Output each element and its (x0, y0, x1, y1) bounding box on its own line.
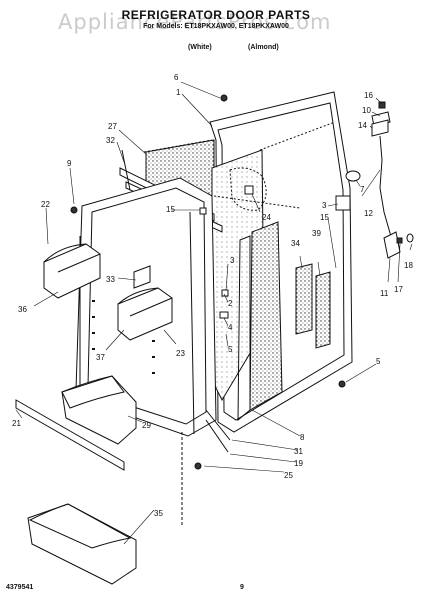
callout-3-mid: 3 (230, 256, 235, 265)
hidden-line-3 (259, 121, 336, 151)
callout-3-upper: 3 (322, 201, 327, 210)
bin-rail (15, 399, 125, 471)
bracket-24-outline (229, 167, 267, 211)
door-shelf-middle-curve (117, 287, 159, 305)
callout-31: 31 (294, 447, 303, 456)
door-gasket-tall (249, 221, 283, 411)
door-shelf-upper-curve (43, 243, 87, 263)
leader-lines (15, 81, 413, 545)
callout-10: 10 (362, 106, 371, 115)
hinge-bushing-7 (345, 170, 361, 182)
foam-block-39 (315, 271, 331, 349)
callout-29: 29 (142, 421, 151, 430)
callout-36: 36 (18, 305, 27, 314)
document-number: 4379541 (6, 584, 34, 591)
lower-trim-31 (205, 409, 231, 441)
liner-right-channel (189, 211, 195, 435)
door-shelf-middle-edge (129, 297, 173, 317)
callout-9: 9 (67, 159, 72, 168)
callout-16: 16 (364, 91, 373, 100)
callout-25: 25 (284, 471, 293, 480)
hidden-line-2 (213, 195, 301, 209)
trim-bar-32 (121, 149, 131, 191)
door-shelf-upper-edge (57, 253, 101, 273)
callout-15-upper: 15 (166, 205, 175, 214)
callout-7: 7 (360, 185, 365, 194)
callout-labels: 6 1 27 32 9 22 15 24 16 10 14 7 3 15 12 … (12, 73, 413, 518)
bracket-4 (219, 311, 229, 319)
screw-25 (194, 462, 202, 470)
hinge-screw-16 (378, 101, 386, 109)
door-gasket-side (237, 235, 251, 422)
screw-9 (70, 206, 78, 214)
callout-22: 22 (41, 200, 50, 209)
callout-5-right: 5 (376, 357, 381, 366)
hinge-washer-18 (406, 233, 414, 243)
callout-19: 19 (294, 459, 303, 468)
callout-37: 37 (96, 353, 105, 362)
callout-14: 14 (358, 121, 367, 130)
door-stop-3 (335, 195, 351, 211)
hinge-bracket-14 (371, 119, 389, 137)
callout-32: 32 (106, 136, 115, 145)
callout-18: 18 (404, 261, 413, 270)
color-almond-label: (Almond) (248, 44, 279, 51)
callout-27: 27 (108, 122, 117, 131)
hinge-nut-17 (396, 237, 403, 244)
foam-block-34 (295, 263, 313, 335)
screw-5 (338, 380, 346, 388)
callout-4: 4 (228, 323, 233, 332)
callout-34: 34 (291, 239, 300, 248)
callout-21: 21 (12, 419, 21, 428)
dairy-bin-lip (61, 375, 125, 409)
callout-15-lower: 15 (320, 213, 329, 222)
screw-6 (220, 94, 228, 102)
callout-2: 2 (228, 299, 233, 308)
callout-12: 12 (364, 209, 373, 218)
bracket-2 (221, 289, 229, 297)
callout-23: 23 (176, 349, 185, 358)
title-block: REFRIGERATOR DOOR PARTS For Models: ET18… (0, 8, 432, 30)
hinge-cable-12 (379, 135, 393, 241)
lower-trim-19 (205, 419, 229, 453)
bracket-15 (199, 207, 207, 215)
callout-1: 1 (176, 88, 181, 97)
callout-24: 24 (262, 213, 271, 222)
page-title: REFRIGERATOR DOOR PARTS (121, 8, 311, 22)
callout-8: 8 (300, 433, 305, 442)
callout-35: 35 (154, 509, 163, 518)
callout-11: 11 (380, 289, 389, 298)
color-white-label: (White) (188, 44, 212, 51)
callout-39: 39 (312, 229, 321, 238)
model-line: For Models: ET18PKXAW00, ET18PKXAW00 (143, 23, 289, 30)
callout-17: 17 (394, 285, 403, 294)
hidden-line-1 (143, 139, 213, 153)
callout-6: 6 (174, 73, 179, 82)
callout-33: 33 (106, 275, 115, 284)
callout-5-mid: 5 (228, 345, 233, 354)
shelf-retainer-33 (133, 265, 151, 289)
page-number: 9 (240, 584, 244, 591)
egg-bin-lip (28, 503, 132, 549)
bottom-hinge-11 (383, 231, 401, 259)
bracket-24 (244, 185, 254, 195)
